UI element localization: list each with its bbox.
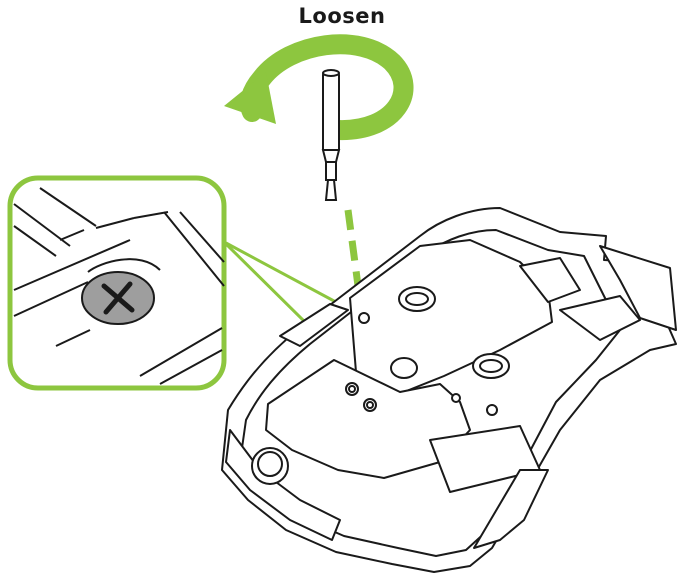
zoom-callout (7, 175, 227, 391)
screwdriver-icon (321, 69, 341, 201)
counterclockwise-arrow-icon (224, 34, 414, 141)
loosen-label: Loosen (298, 4, 386, 28)
alignment-line (344, 209, 366, 317)
mouse-body (221, 207, 677, 573)
